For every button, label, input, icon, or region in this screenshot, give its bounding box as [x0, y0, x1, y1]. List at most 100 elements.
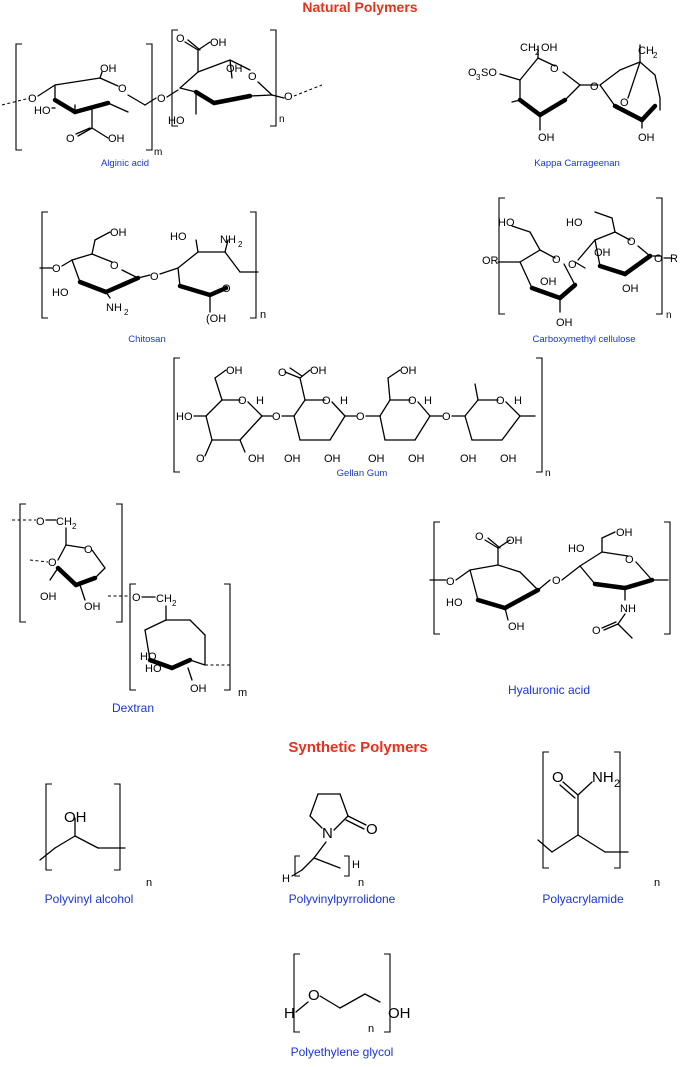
svg-text:HO: HO	[568, 543, 585, 555]
svg-text:O: O	[552, 769, 564, 786]
svg-text:OH: OH	[500, 453, 517, 465]
svg-text:2: 2	[238, 240, 243, 249]
label-alginic-acid: Alginic acid	[101, 158, 149, 169]
svg-text:H: H	[424, 395, 432, 407]
svg-text:O: O	[442, 411, 451, 423]
svg-text:O: O	[36, 516, 45, 528]
pam-subscript-n: n	[654, 877, 660, 889]
kappa-carrageenan-structure: O 3 SO O CH 2 OH OH O CH 2 O OH	[468, 42, 661, 144]
svg-text:NH: NH	[620, 603, 636, 615]
svg-text:OH: OH	[64, 809, 87, 826]
section-title-natural: Natural Polymers	[302, 0, 417, 15]
svg-text:OH: OH	[324, 453, 341, 465]
svg-text:O: O	[118, 83, 127, 95]
svg-text:N: N	[322, 825, 333, 842]
svg-text:OH: OH	[190, 683, 207, 695]
svg-text:HO: HO	[176, 411, 193, 423]
svg-text:O: O	[468, 67, 477, 79]
svg-text:O: O	[446, 576, 455, 588]
svg-text:O: O	[552, 575, 561, 587]
gellan-subscript-n: n	[545, 468, 551, 479]
svg-text:O: O	[552, 254, 561, 266]
alginic-acid-structure: O O OH HO O OH m O O	[1, 29, 323, 158]
svg-text:OH: OH	[110, 227, 127, 239]
polyvinyl-alcohol-structure: OH n	[39, 783, 152, 889]
svg-text:OH: OH	[310, 365, 327, 377]
svg-text:OH: OH	[506, 535, 523, 547]
svg-text:O: O	[132, 592, 141, 604]
svg-text:O: O	[238, 395, 247, 407]
svg-text:O: O	[284, 91, 293, 103]
svg-text:O: O	[625, 554, 634, 566]
svg-text:OH: OH	[616, 527, 633, 539]
label-chitosan: Chitosan	[128, 334, 166, 345]
svg-text:OH: OH	[210, 37, 227, 49]
svg-text:OH: OH	[368, 453, 385, 465]
svg-text:OH: OH	[108, 133, 125, 145]
svg-text:H: H	[282, 873, 290, 885]
svg-text:O: O	[496, 395, 505, 407]
svg-text:O: O	[84, 544, 93, 556]
svg-text:H: H	[256, 395, 264, 407]
label-polyvinyl-alcohol: Polyvinyl alcohol	[45, 892, 134, 906]
svg-text:OH: OH	[638, 132, 655, 144]
svg-text:O: O	[590, 81, 599, 93]
svg-text:(OH: (OH	[206, 313, 226, 325]
svg-text:O: O	[66, 133, 75, 145]
svg-text:2: 2	[124, 308, 129, 317]
svg-text:OH: OH	[408, 453, 425, 465]
polyacrylamide-structure: O NH 2 n	[537, 751, 660, 889]
svg-text:3: 3	[476, 73, 481, 82]
label-polyacrylamide: Polyacrylamide	[542, 892, 624, 906]
label-gellan-gum: Gellan Gum	[337, 468, 388, 479]
svg-text:OH: OH	[100, 63, 117, 75]
cmc-subscript-n: n	[666, 310, 672, 321]
svg-text:CH: CH	[638, 45, 654, 57]
svg-text:O: O	[222, 283, 231, 295]
svg-text:O: O	[408, 395, 417, 407]
svg-text:O: O	[475, 531, 484, 543]
pva-subscript-n: n	[146, 877, 152, 889]
carboxymethyl-cellulose-structure: OR O HO OH OH O O HO OH OH O R n	[482, 197, 678, 329]
svg-text:O: O	[550, 63, 559, 75]
svg-text:O: O	[196, 453, 205, 465]
label-kappa-carrageenan: Kappa Carrageenan	[534, 158, 620, 169]
svg-text:NH: NH	[106, 302, 122, 314]
svg-text:OH: OH	[541, 42, 558, 54]
svg-text:2: 2	[535, 48, 540, 57]
svg-text:OH: OH	[226, 365, 243, 377]
gellan-gum-structure: HO O OH H O OH O O O OH H OH OH	[173, 357, 551, 479]
svg-text:HO: HO	[566, 217, 583, 229]
svg-text:H: H	[284, 1005, 295, 1022]
svg-text:CH: CH	[56, 516, 72, 528]
svg-text:O: O	[52, 263, 61, 275]
svg-text:O: O	[248, 71, 257, 83]
svg-text:O: O	[157, 93, 166, 105]
svg-text:OH: OH	[538, 132, 555, 144]
svg-text:H: H	[352, 859, 360, 871]
svg-text:OH: OH	[40, 591, 57, 603]
svg-text:O: O	[110, 260, 119, 272]
svg-text:HO: HO	[498, 217, 515, 229]
svg-text:OH: OH	[388, 1005, 411, 1022]
section-title-synthetic: Synthetic Polymers	[288, 739, 427, 756]
svg-text:H: H	[514, 395, 522, 407]
svg-text:SO: SO	[481, 67, 497, 79]
svg-text:O: O	[356, 411, 365, 423]
svg-text:O: O	[620, 97, 629, 109]
svg-text:O: O	[48, 557, 57, 569]
peg-subscript-n: n	[368, 1023, 374, 1035]
svg-text:O: O	[654, 253, 663, 265]
svg-text:O: O	[272, 411, 281, 423]
label-polyethylene-glycol: Polyethylene glycol	[291, 1045, 394, 1059]
svg-text:HO: HO	[168, 115, 185, 127]
label-dextran: Dextran	[112, 701, 154, 715]
svg-text:2: 2	[172, 599, 177, 608]
svg-text:O: O	[176, 33, 185, 45]
svg-text:O: O	[28, 93, 37, 105]
svg-text:OH: OH	[284, 453, 301, 465]
svg-text:O: O	[150, 271, 159, 283]
svg-text:OH: OH	[460, 453, 477, 465]
